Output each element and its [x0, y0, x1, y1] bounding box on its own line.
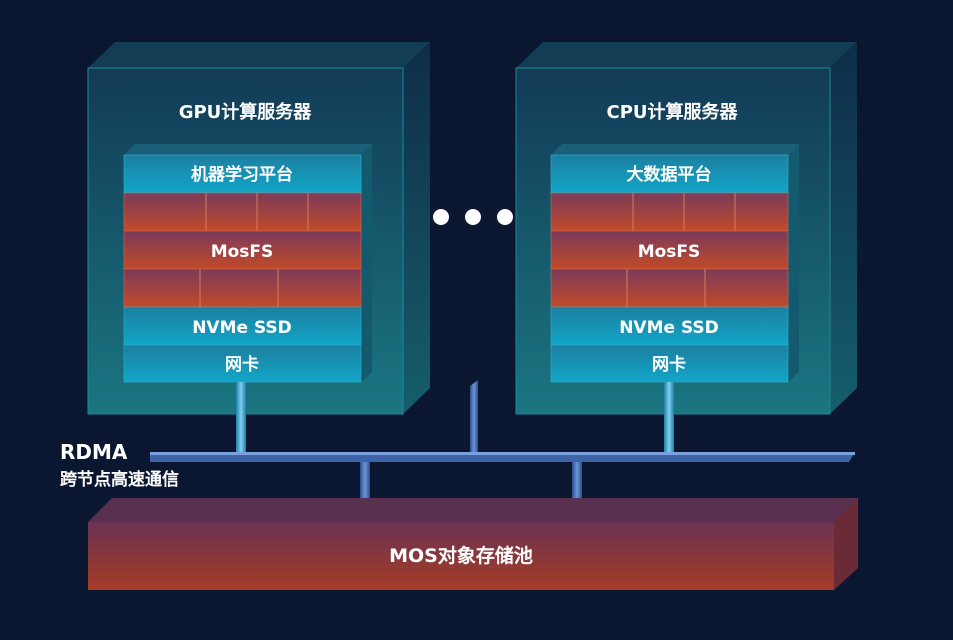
gpu-nic-label: 网卡 [225, 354, 259, 375]
center-connector [470, 380, 478, 452]
cpu-nic-connector [664, 382, 674, 452]
cpu-server: CPU计算服务器 大数据平台 MosFS NVMe SSD 网卡 [515, 42, 857, 415]
cpu-platform-label: 大数据平台 [627, 164, 712, 185]
gpu-brick-row-top [123, 192, 362, 232]
gpu-server: GPU计算服务器 机器学习平台 MosFS NVMe SSD [87, 42, 430, 415]
cpu-server-title: CPU计算服务器 [606, 101, 738, 123]
cpu-layer-stack: 大数据平台 MosFS NVMe SSD 网卡 [550, 144, 799, 383]
cpu-brick-row-top [550, 192, 789, 232]
storage-connector-left [360, 462, 370, 508]
cpu-ssd-label: NVMe SSD [619, 318, 719, 338]
rdma-bus [150, 380, 855, 508]
cpu-nic-label: 网卡 [652, 354, 686, 375]
ellipsis-dots [433, 209, 513, 225]
gpu-platform-label: 机器学习平台 [191, 164, 293, 185]
gpu-brick-row-bottom [123, 268, 362, 308]
mos-storage-pool: MOS对象存储池 [88, 498, 858, 590]
gpu-mosfs-label: MosFS [211, 242, 274, 262]
storage-connector-right [572, 462, 582, 508]
gpu-nic-connector [236, 382, 246, 452]
gpu-layer-stack: 机器学习平台 MosFS NVMe SSD 网卡 [123, 144, 372, 383]
cpu-mosfs-label: MosFS [638, 242, 701, 262]
gpu-server-title: GPU计算服务器 [179, 101, 313, 123]
gpu-ssd-label: NVMe SSD [192, 318, 292, 338]
cpu-brick-row-bottom [550, 268, 789, 308]
storage-label: MOS对象存储池 [389, 544, 533, 567]
rdma-subtitle: 跨节点高速通信 [60, 469, 179, 490]
rdma-title: RDMA [60, 440, 128, 464]
